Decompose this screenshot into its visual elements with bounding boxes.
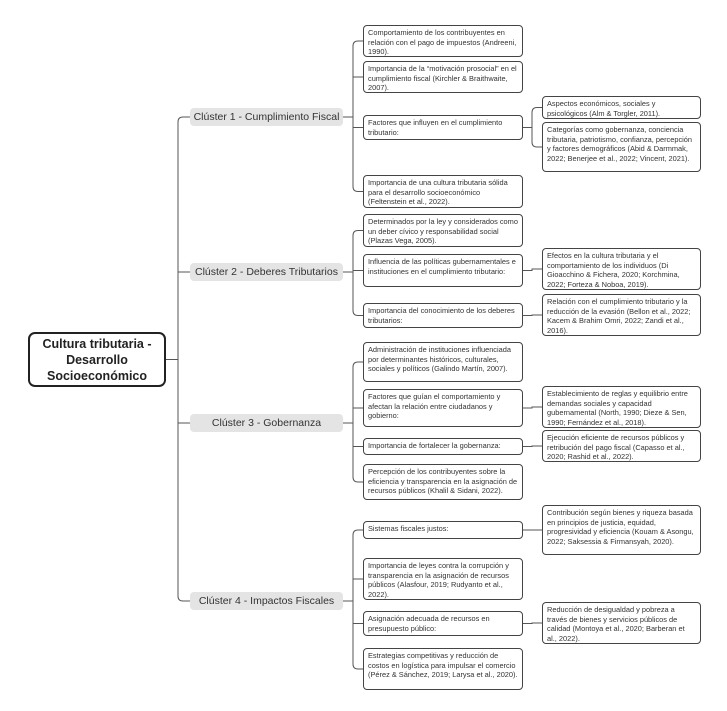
topic-node: Importancia de la “motivación prosocial”… bbox=[363, 61, 523, 93]
cluster-2-connector-trunk bbox=[352, 230, 359, 316]
detail-connector-0-2-trunk bbox=[531, 107, 538, 148]
detail-node: Categorías como gobernanza, conciencia t… bbox=[542, 122, 701, 172]
topic-node: Factores que guían el comportamiento y a… bbox=[363, 389, 523, 427]
cluster-1-connector-trunk bbox=[352, 40, 359, 192]
detail-connector-2-2 bbox=[523, 445, 542, 447]
topic-node: Importancia de fortalecer la gobernanza: bbox=[363, 438, 523, 455]
detail-node: Efectos en la cultura tributaria y el co… bbox=[542, 248, 701, 290]
topic-node: Factores que influyen en el cumplimiento… bbox=[363, 115, 523, 140]
cluster-node: Clúster 2 - Deberes Tributarios bbox=[190, 263, 343, 281]
cluster-node: Clúster 4 - Impactos Fiscales bbox=[190, 592, 343, 610]
root-node: Cultura tributaria - Desarrollo Socioeco… bbox=[28, 332, 166, 387]
detail-node: Reducción de desigualdad y pobreza a tra… bbox=[542, 602, 701, 644]
topic-node: Determinados por la ley y considerados c… bbox=[363, 214, 523, 247]
detail-node: Aspectos económicos, sociales y psicológ… bbox=[542, 96, 701, 119]
cluster-3-connector-trunk bbox=[352, 361, 359, 483]
cluster-4-connector-trunk bbox=[352, 529, 359, 670]
topic-node: Percepción de los contribuyentes sobre l… bbox=[363, 464, 523, 500]
detail-node: Relación con el cumplimiento tributario … bbox=[542, 294, 701, 336]
detail-node: Ejecución eficiente de recursos públicos… bbox=[542, 430, 701, 462]
detail-node: Establecimiento de reglas y equilibrio e… bbox=[542, 386, 701, 428]
topic-node: Administración de instituciones influenc… bbox=[363, 342, 523, 382]
topic-node: Importancia del conocimiento de los debe… bbox=[363, 303, 523, 328]
topic-node: Importancia de una cultura tributaria só… bbox=[363, 175, 523, 208]
root-connector-trunk bbox=[177, 116, 184, 602]
detail-node: Contribución según bienes y riqueza basa… bbox=[542, 505, 701, 555]
topic-node: Importancia de leyes contra la corrupció… bbox=[363, 558, 523, 600]
cluster-node: Clúster 3 - Gobernanza bbox=[190, 414, 343, 432]
detail-connector-1-1 bbox=[523, 268, 542, 271]
topic-node: Comportamiento de los contribuyentes en … bbox=[363, 25, 523, 57]
topic-node: Estrategias competitivas y reducción de … bbox=[363, 648, 523, 690]
cluster-node: Clúster 1 - Cumplimiento Fiscal bbox=[190, 108, 343, 126]
topic-node: Asignación adecuada de recursos en presu… bbox=[363, 611, 523, 636]
detail-connector-3-2 bbox=[523, 622, 542, 624]
topic-node: Influencia de las políticas gubernamenta… bbox=[363, 254, 523, 287]
topic-node: Sistemas fiscales justos: bbox=[363, 521, 523, 539]
detail-connector-2-1 bbox=[523, 406, 542, 409]
detail-connector-1-2 bbox=[523, 314, 542, 316]
